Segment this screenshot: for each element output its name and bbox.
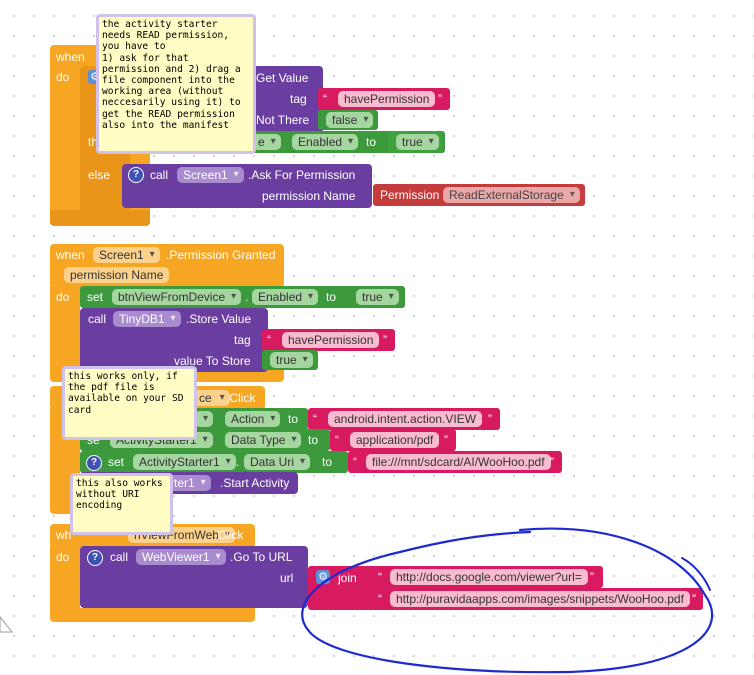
get-value-label: Get Value	[256, 71, 309, 85]
event-name: .Click	[214, 528, 244, 542]
event-name: .Permission Granted	[166, 248, 276, 262]
set-keyword: set	[87, 290, 104, 304]
join-keyword: join	[338, 571, 357, 585]
enabled-dropdown[interactable]: Enabled	[252, 289, 319, 305]
false-dropdown[interactable]: false	[326, 112, 374, 128]
do-keyword: do	[56, 290, 70, 304]
url-label: url	[280, 571, 294, 585]
datauri-value[interactable]: file:///mnt/sdcard/AI/WooHoo.pdf	[366, 454, 551, 470]
comment-note-uri[interactable]: this also works without URI encoding	[70, 473, 173, 535]
true-dropdown[interactable]: true	[270, 352, 313, 368]
goto-url-method: .Go To URL	[230, 550, 293, 564]
true-dropdown[interactable]: true	[396, 134, 439, 150]
webviewer-dropdown[interactable]: WebViewer1	[136, 549, 226, 565]
do-keyword: do	[56, 70, 70, 84]
url2-value[interactable]: http://puravidaapps.com/images/snippets/…	[390, 591, 690, 607]
when-keyword: when	[56, 248, 85, 262]
datatype-value[interactable]: application/pdf	[350, 432, 440, 448]
event-button-partial[interactable]: ce	[193, 390, 230, 406]
help-icon[interactable]: ?	[86, 455, 102, 471]
permission-name-label: permission Name	[262, 189, 356, 203]
else-keyword: else	[88, 168, 111, 182]
warning-icon[interactable]	[0, 614, 14, 636]
when-keyword-partial: wh	[56, 528, 72, 542]
tinydb-dropdown[interactable]: TinyDB1	[113, 311, 181, 327]
call-keyword: call	[150, 168, 169, 182]
tag-label: tag	[290, 92, 307, 106]
tag-label: tag	[234, 333, 251, 347]
button-dropdown[interactable]: btnViewFromDevice	[112, 289, 242, 305]
ask-permission-block[interactable]	[122, 164, 372, 208]
activity-dropdown[interactable]: ActivityStarter1	[133, 454, 236, 470]
screen-dropdown[interactable]: Screen1	[177, 167, 244, 183]
datatype-dropdown[interactable]: Data Type	[225, 432, 302, 448]
url1-value[interactable]: http://docs.google.com/viewer?url=	[390, 569, 588, 585]
to-keyword: to	[308, 433, 319, 447]
to-keyword: to	[322, 455, 333, 469]
tag-value[interactable]: havePermission	[338, 91, 436, 107]
to-keyword: to	[326, 290, 337, 304]
action-value[interactable]: android.intent.action.VIEW	[328, 411, 483, 427]
to-keyword: to	[288, 412, 299, 426]
activity-dropdown-partial[interactable]: rter1	[166, 475, 211, 491]
screen-dropdown[interactable]: Screen1	[93, 247, 160, 263]
annotation-ellipse	[301, 527, 714, 674]
do-keyword: do	[56, 550, 70, 564]
value-to-store-label: value To Store	[174, 354, 251, 368]
comment-note-sdcard[interactable]: this works only, if the pdf file is avai…	[62, 366, 197, 440]
help-icon[interactable]: ?	[87, 550, 103, 566]
param-permission-name[interactable]: permission Name	[64, 267, 170, 283]
event-name: .Click	[226, 391, 256, 405]
tag-value[interactable]: havePermission	[282, 332, 380, 348]
call-keyword: call	[110, 550, 129, 564]
when-keyword: when	[56, 50, 85, 64]
comment-note-permission[interactable]: the activity starter needs READ permissi…	[96, 14, 256, 154]
permission-dropdown[interactable]: ReadExternalStorage	[443, 187, 580, 203]
permission-type: Permission	[380, 188, 440, 202]
action-dropdown[interactable]: Action	[225, 411, 281, 427]
start-activity-method: .Start Activity	[220, 476, 290, 490]
store-value-method: .Store Value	[186, 312, 252, 326]
datauri-dropdown[interactable]: Data Uri	[244, 454, 311, 470]
tinydb-get-value-block[interactable]	[250, 66, 323, 134]
help-icon[interactable]: ?	[128, 167, 144, 183]
then-keyword-partial: th	[88, 135, 99, 149]
enabled-dropdown[interactable]: Enabled	[292, 134, 359, 150]
call-keyword: call	[88, 312, 107, 326]
to-keyword: to	[366, 135, 377, 149]
ask-permission-method: .Ask For Permission	[248, 168, 356, 182]
true-dropdown[interactable]: true	[356, 289, 399, 305]
set-keyword: set	[108, 455, 125, 469]
not-there-label: Not There	[256, 113, 310, 127]
